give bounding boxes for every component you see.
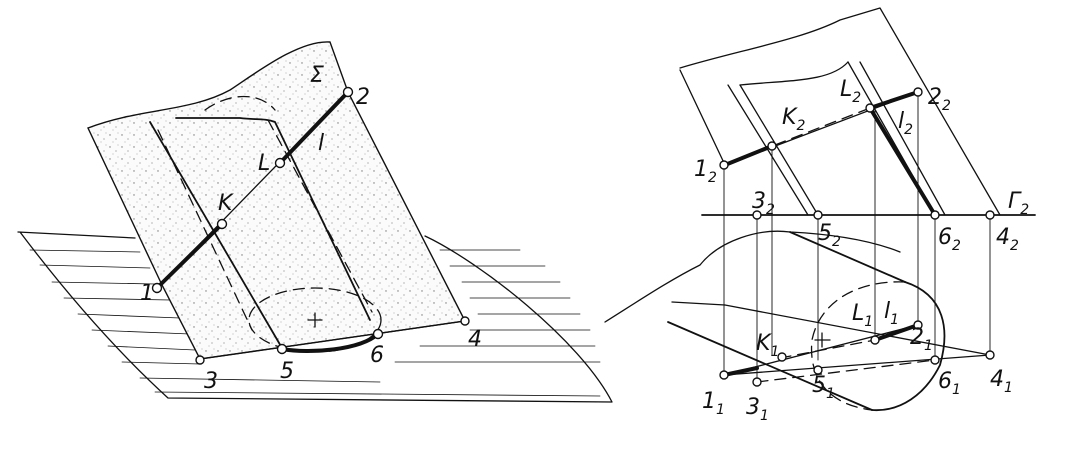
label-l-1: l1 xyxy=(884,299,899,328)
label-L: L xyxy=(258,151,270,176)
point-1-2 xyxy=(719,160,729,170)
point-4-1 xyxy=(985,350,995,360)
label-4-2: 42 xyxy=(996,225,1019,254)
point-4-2 xyxy=(985,210,995,220)
label-6-1: 61 xyxy=(938,369,961,398)
point-2 xyxy=(342,86,354,98)
point-3 xyxy=(195,355,205,365)
label-1-1: 11 xyxy=(702,389,725,418)
label-5-1: 51 xyxy=(812,373,835,402)
label-2-1: 21 xyxy=(910,325,933,354)
front-plane-outline xyxy=(679,7,1001,216)
label-L-1: L1 xyxy=(852,301,873,330)
label-sigma: Σ xyxy=(310,63,324,88)
label-4: 4 xyxy=(468,327,482,352)
horizontal-plane xyxy=(17,231,613,403)
point-L-2 xyxy=(865,103,875,113)
label-3-2: 32 xyxy=(752,189,775,218)
label-L-2: L2 xyxy=(840,77,861,106)
point-1-1 xyxy=(719,370,729,380)
point-3-2 xyxy=(752,210,762,220)
plane-hatching xyxy=(29,249,601,397)
label-6: 6 xyxy=(370,343,384,368)
top-plane-outline xyxy=(604,230,901,323)
point-4 xyxy=(460,316,470,326)
point-6 xyxy=(372,328,384,340)
point-2-2 xyxy=(913,87,923,97)
point-5 xyxy=(276,343,288,355)
point-3-1 xyxy=(752,377,762,387)
projection-lines xyxy=(723,91,991,383)
point-K-1 xyxy=(777,352,787,362)
point-6-1 xyxy=(930,355,940,365)
point-6-2 xyxy=(930,210,940,220)
label-1: 1 xyxy=(140,281,154,306)
line-l xyxy=(155,90,350,290)
label-6-2: 62 xyxy=(938,225,961,254)
label-2: 2 xyxy=(356,85,370,110)
base-arc-5-6 xyxy=(280,332,380,354)
label-3: 3 xyxy=(204,369,218,394)
point-1 xyxy=(151,282,163,294)
label-5-2: 52 xyxy=(818,221,841,250)
point-L xyxy=(274,157,286,169)
right-figure: Γ2 12 22 32 42 52 62 K2 L2 l2 11 21 31 4… xyxy=(604,7,1036,424)
label-gamma2: Γ2 xyxy=(1008,189,1029,218)
point-L-1 xyxy=(870,335,880,345)
top-base-arc xyxy=(871,281,946,411)
label-K-1: K1 xyxy=(756,331,779,360)
point-K-2 xyxy=(767,141,777,151)
label-1-2: 12 xyxy=(694,157,717,186)
left-figure: Σ 1 2 3 4 5 6 K L l xyxy=(17,41,613,403)
label-4-1: 41 xyxy=(990,367,1013,396)
label-K-2: K2 xyxy=(782,105,805,134)
label-3-1: 31 xyxy=(746,395,769,424)
label-K: K xyxy=(218,191,234,216)
point-2-1 xyxy=(913,320,923,330)
label-5: 5 xyxy=(280,359,294,384)
label-l: l xyxy=(318,131,324,156)
point-K xyxy=(216,218,228,230)
point-5-2 xyxy=(813,210,823,220)
cylinder xyxy=(149,95,382,354)
inclined-plane-sigma xyxy=(87,41,467,360)
label-l-2: l2 xyxy=(898,109,913,138)
label-2-2: 22 xyxy=(928,85,951,114)
point-5-1 xyxy=(813,365,823,375)
